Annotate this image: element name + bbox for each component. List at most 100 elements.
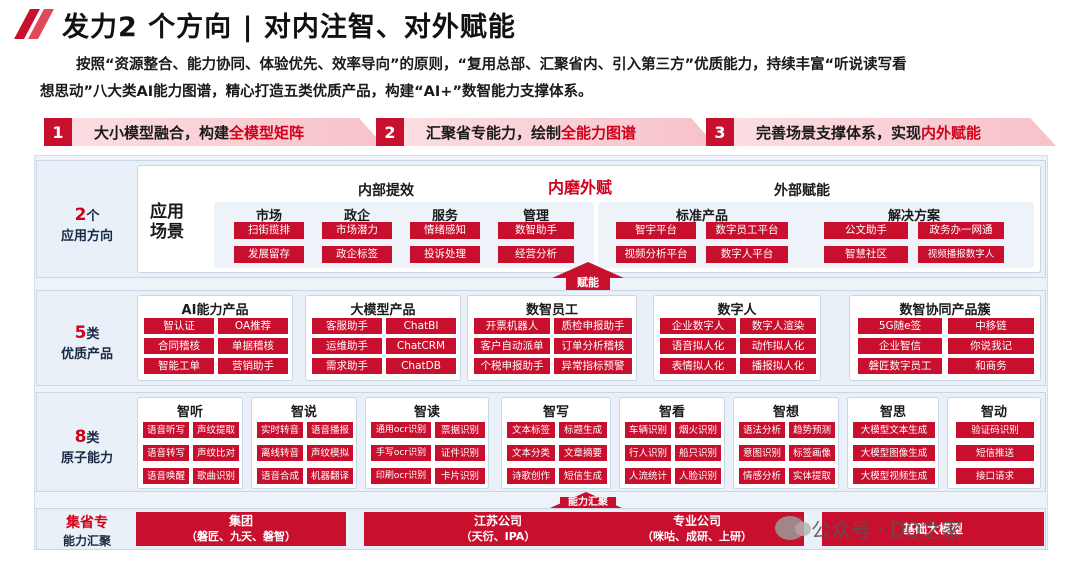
goal-1: 1 大小模型融合，构建全模型矩阵 (44, 117, 384, 147)
scene-tag: 智宇平台 (616, 222, 696, 239)
empower-arrow-icon (552, 262, 624, 278)
product-tag: 合同稽核 (144, 338, 214, 354)
label-text-2: 能力汇聚 (62, 534, 111, 548)
source-box-group: 集团 （磐匠、九天、磐智） (136, 512, 346, 546)
product-tag: 智能工单 (144, 358, 214, 374)
capability-tag: 人流统计 (625, 468, 671, 484)
capability-tag: 大模型图像生成 (853, 445, 935, 461)
source-sub: （咪咕、成研、上研） (642, 530, 752, 543)
capability-tag: 意图识别 (739, 445, 785, 461)
capability-panel: 智听 语音听写 声纹提取 语音转写 声纹比对 语音唤醒 歌曲识别 (137, 397, 243, 489)
panel-title: 大模型产品 (350, 303, 416, 318)
center-title: 内磨外赋 (548, 178, 613, 197)
product-tag: 运维助手 (312, 338, 382, 354)
product-panel: 数智协同产品簇 5G随e签 中移链 企业智信 你说我记 磐匠数字员工 和商务 (849, 295, 1041, 381)
capability-tag: 机器翻译 (307, 468, 353, 484)
product-tag: OA推荐 (218, 318, 288, 334)
source-sub: （天衍、IPA） (460, 530, 536, 543)
product-tag: 异常指标预警 (554, 358, 632, 374)
row-atomic-capabilities: 8类 原子能力 智听 语音听写 声纹提取 语音转写 声纹比对 语音唤醒 歌曲识别… (36, 392, 1046, 492)
capability-tag: 情感分析 (739, 468, 785, 484)
label-text: 应用方向 (60, 229, 113, 244)
product-tag: 质检申报助手 (554, 318, 632, 334)
capability-panel: 智想 语法分析 趋势预测 意图识别 标签画像 情感分析 实体提取 (733, 397, 839, 489)
capability-tag: 车辆识别 (625, 422, 671, 438)
goal-highlight: 内外赋能 (921, 123, 982, 142)
label-unit: 类 (86, 431, 100, 446)
scene-tag: 政企标签 (322, 246, 392, 263)
group-title: 管理 (522, 209, 549, 224)
product-tag: 个税申报助手 (474, 358, 550, 374)
label-number: 2 (74, 205, 87, 225)
scene-tag: 政务办一网通 (918, 222, 1004, 239)
scene-tag: 数智助手 (498, 222, 574, 239)
panel-title: 智看 (658, 405, 685, 420)
goal-text-pre: 完善场景支撑体系，实现 (756, 123, 922, 142)
goal-2: 2 汇聚省专能力，绘制全能力图谱 (376, 117, 716, 147)
capability-panel: 智说 实时转音 语音播报 离线转音 声纹模拟 语音合成 机器翻译 (251, 397, 357, 489)
scene-panel: 应用 场景 内部提效 内磨外赋 外部赋能 市场 扫街揽排 发展留存 政企 市场潜… (137, 165, 1041, 273)
group-title: 政企 (343, 209, 370, 224)
product-tag: ChatBI (386, 318, 456, 334)
goal-text: 大小模型融合，构建全模型矩阵 (72, 118, 384, 146)
product-tag: 客服助手 (312, 318, 382, 334)
capability-tag: 语法分析 (739, 422, 785, 438)
goal-text: 完善场景支撑体系，实现内外赋能 (734, 118, 1056, 146)
product-tag: 客户自动派单 (474, 338, 550, 354)
capability-tag: 歌曲识别 (193, 468, 239, 484)
group-title: 市场 (255, 209, 282, 224)
scene-label-1: 应用 (150, 202, 184, 222)
product-panel: 大模型产品 客服助手 ChatBI 运维助手 ChatCRM 需求助手 Chat… (305, 295, 461, 381)
row-quality-products: 5类 优质产品 AI能力产品 智认证 OA推荐 合同稽核 单据稽核 智能工单 营… (36, 290, 1046, 386)
goal-number: 2 (376, 118, 404, 146)
product-tag: 表情拟人化 (660, 358, 736, 374)
capability-tag: 验证码识别 (956, 422, 1034, 438)
capability-tag: 票据识别 (435, 422, 485, 438)
group-title: 标准产品 (675, 209, 728, 224)
intro-line-1: 按照“资源整合、能力协同、体验优先、效率导向”的原则，“复用总部、汇聚省内、引入… (76, 57, 907, 73)
capability-panel: 智看 车辆识别 烟火识别 行人识别 船只识别 人流统计 人脸识别 (619, 397, 725, 489)
scene-tag: 发展留存 (234, 246, 304, 263)
capability-tag: 短信推送 (956, 445, 1034, 461)
label-text: 优质产品 (60, 347, 113, 362)
capability-tag: 大模型文本生成 (853, 422, 935, 438)
page-title: 发力2 个方向 | 对内注智、对外赋能 (62, 11, 516, 43)
capability-tag: 行人识别 (625, 445, 671, 461)
panel-title: 智想 (772, 405, 799, 420)
panel-title: AI能力产品 (181, 303, 249, 318)
product-tag: 磐匠数字员工 (858, 358, 942, 374)
intro-paragraph: 按照“资源整合、能力协同、体验优先、效率导向”的原则，“复用总部、汇聚省内、引入… (40, 52, 1050, 106)
capability-tag: 人脸识别 (675, 468, 721, 484)
title-bar: 发力2 个方向 | 对内注智、对外赋能 (14, 4, 516, 44)
scene-tag: 视频分析平台 (616, 246, 696, 263)
product-tag: 语音拟人化 (660, 338, 736, 354)
panel-title: 智动 (980, 405, 1007, 420)
scene-tag: 智慧社区 (824, 246, 908, 263)
product-tag: 营销助手 (218, 358, 288, 374)
scene-tag: 扫街揽排 (234, 222, 304, 239)
capability-tag: 声纹提取 (193, 422, 239, 438)
capability-tag: 烟火识别 (675, 422, 721, 438)
capability-tag: 诗歌创作 (507, 468, 555, 484)
label-text: 原子能力 (60, 451, 113, 466)
scene-tag: 经营分析 (498, 246, 574, 263)
capability-tag: 文章摘要 (559, 445, 607, 461)
source-box-jiangsu: 江苏公司 （天衍、IPA） (364, 512, 632, 546)
external-title: 外部赋能 (774, 183, 830, 199)
label-unit: 类 (86, 327, 100, 342)
empower-label: 赋能 (566, 276, 610, 290)
row-label: 5类 优质产品 (37, 323, 137, 362)
source-sub: （磐匠、九天、磐智） (186, 530, 296, 543)
row-label: 集省专 能力汇聚 (37, 512, 137, 549)
product-tag: 订单分析稽核 (554, 338, 632, 354)
label-number: 5 (74, 323, 87, 343)
capability-panel: 智写 文本标签 标题生成 文本分类 文章摘要 诗歌创作 短信生成 (501, 397, 611, 489)
watermark-text: 公众号 · DO之家 (811, 517, 962, 542)
product-tag: 数字人渲染 (740, 318, 816, 334)
capability-tag: 语音转写 (143, 445, 189, 461)
capability-tag: 印刷ocr识别 (371, 468, 431, 484)
panel-title: 智听 (176, 405, 203, 420)
capability-tag: 手写ocr识别 (371, 445, 431, 461)
panel-title: 智思 (879, 405, 906, 420)
scene-tag: 数字人平台 (706, 246, 788, 263)
